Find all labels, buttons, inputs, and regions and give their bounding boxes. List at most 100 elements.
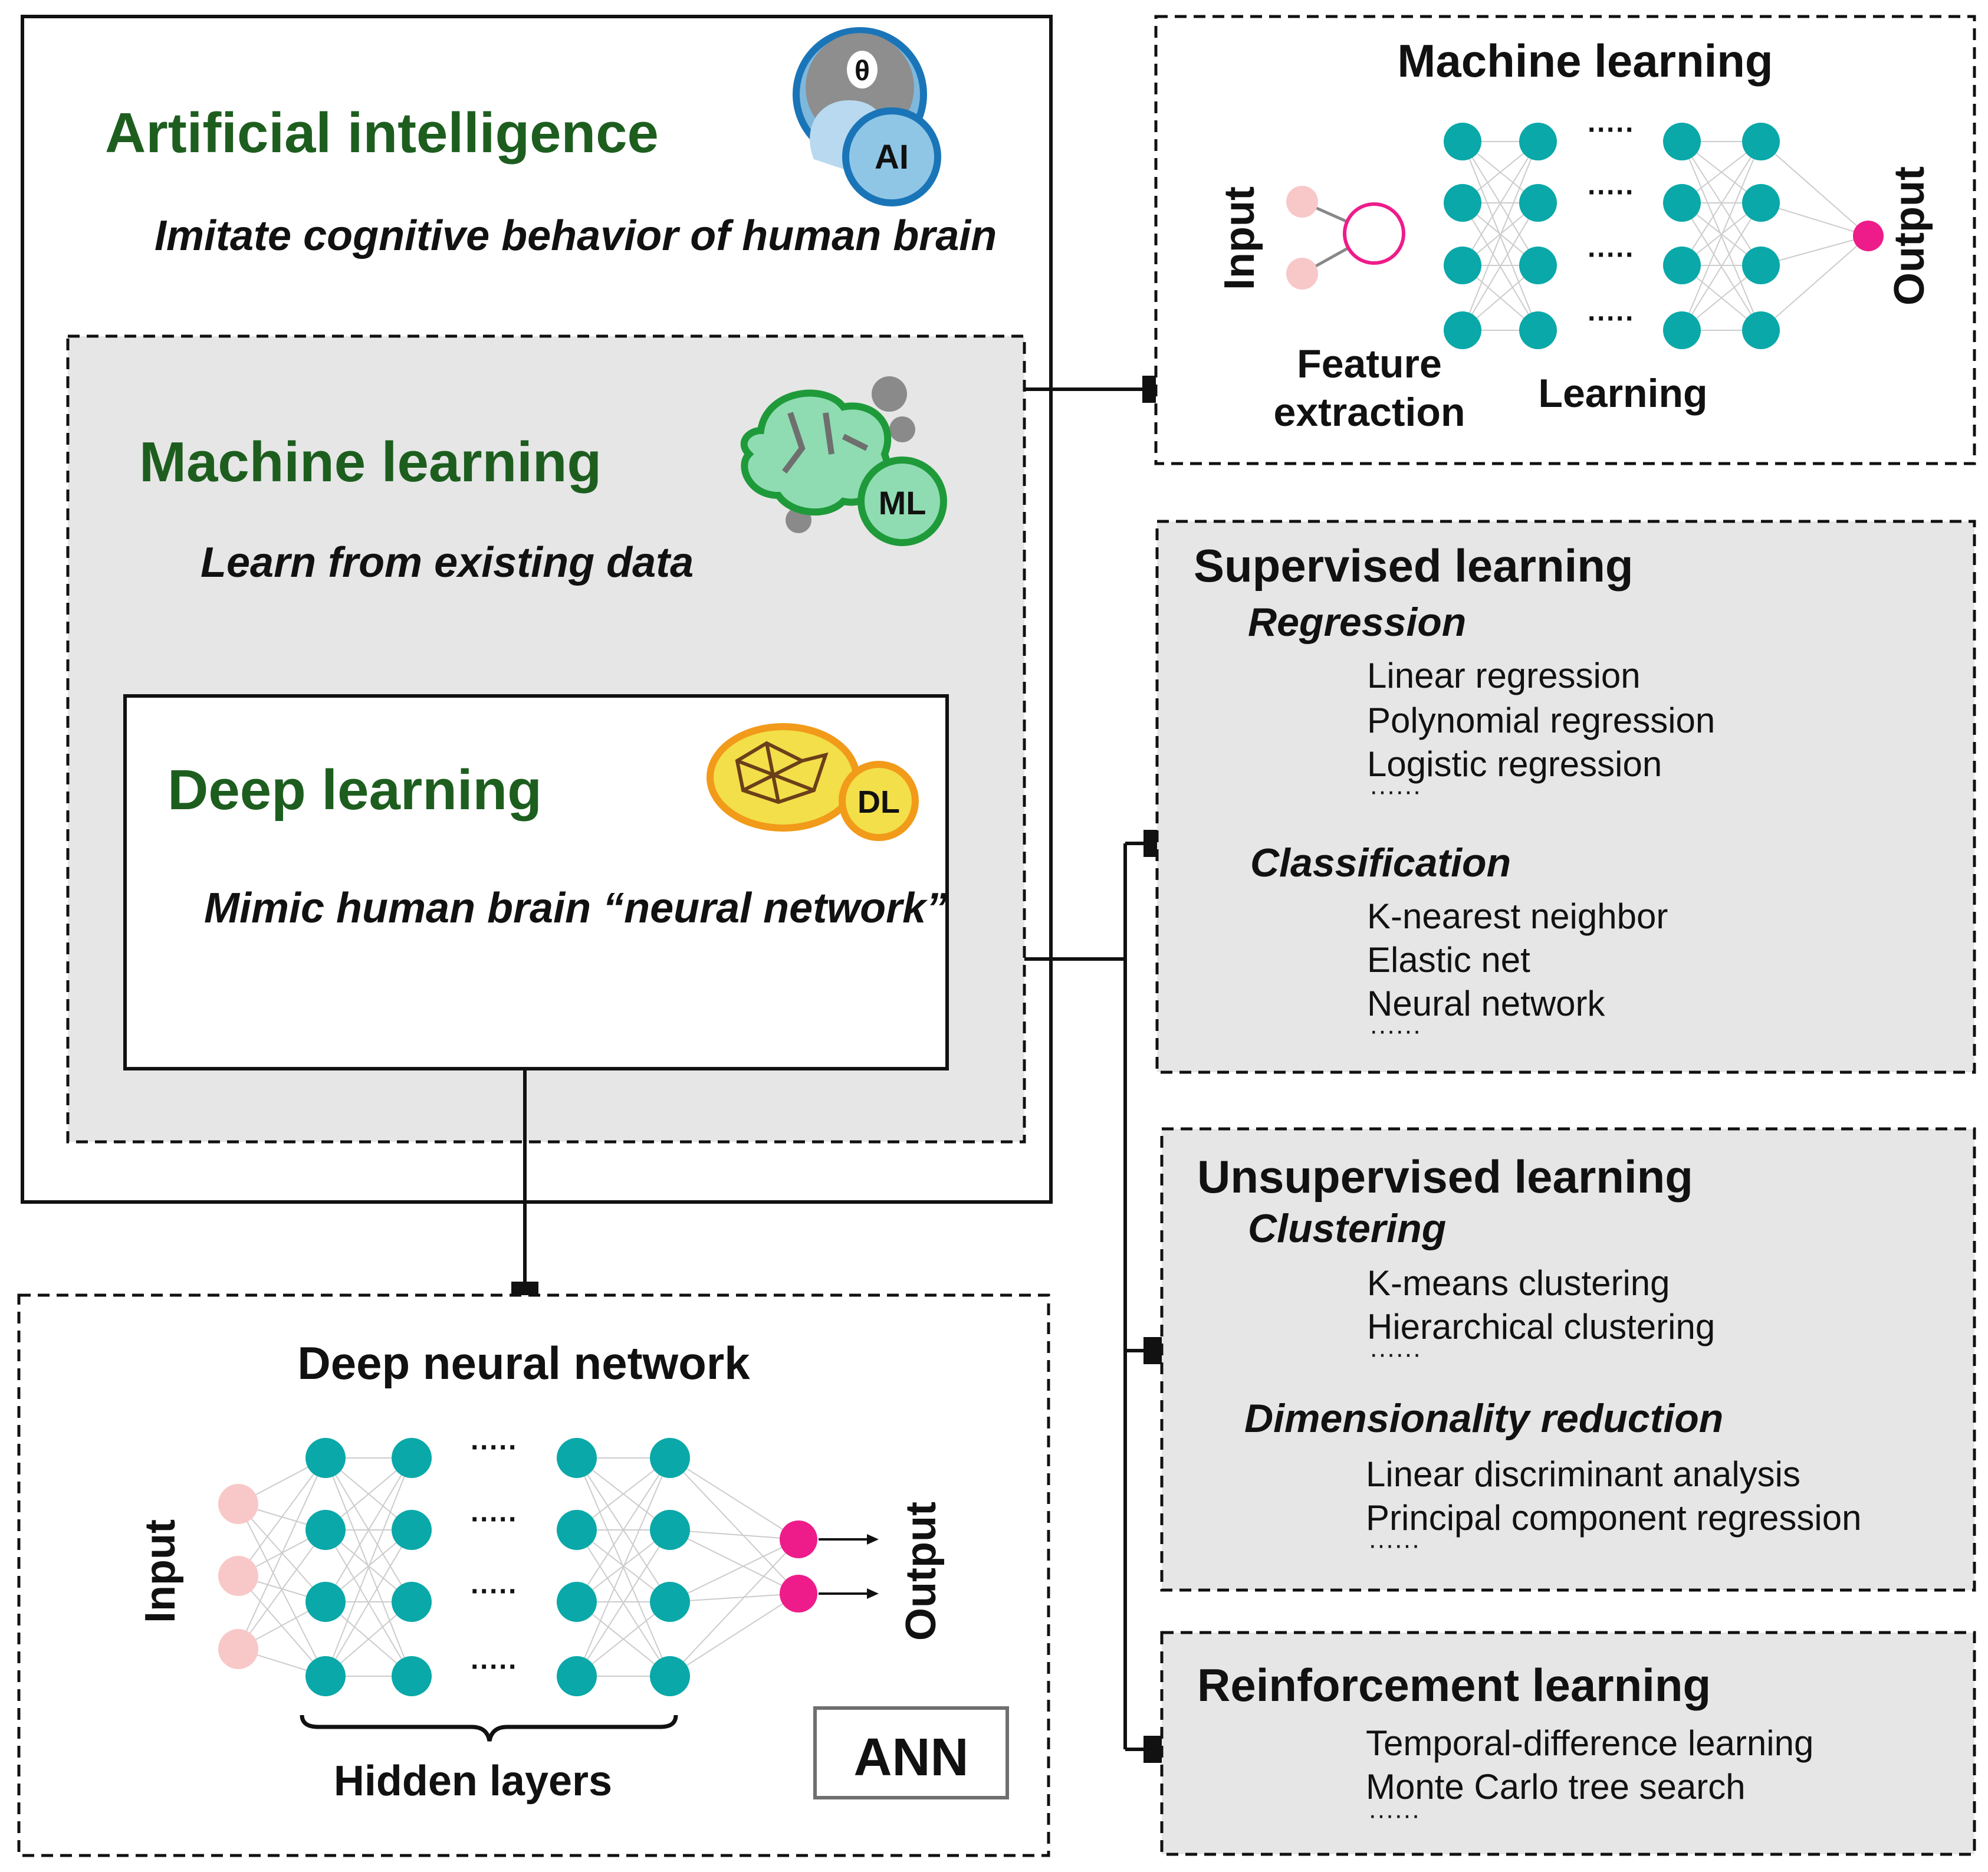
network-edge bbox=[325, 1457, 412, 1677]
network-edge bbox=[1462, 141, 1539, 266]
ai-title: Artificial intelligence bbox=[105, 101, 659, 165]
dnn-network-nodes: ····· ····· ····· ····· bbox=[218, 1432, 879, 1696]
regression-heading: Regression bbox=[1248, 600, 1466, 645]
dimensionality-heading: Dimensionality reduction bbox=[1244, 1396, 1723, 1441]
list-item: K-means clustering bbox=[1367, 1263, 1670, 1303]
list-item: Linear discriminant analysis bbox=[1366, 1454, 1800, 1494]
hidden-node bbox=[650, 1510, 690, 1550]
network-edge bbox=[1681, 202, 1762, 331]
dl-title: Deep learning bbox=[167, 758, 542, 822]
network-edge bbox=[1462, 202, 1539, 331]
dl-box bbox=[123, 694, 949, 1070]
hidden-node bbox=[305, 1510, 346, 1550]
network-edge bbox=[669, 1457, 799, 1594]
hidden-node bbox=[1519, 311, 1557, 349]
network-edge bbox=[238, 1457, 326, 1650]
layer-ellipsis: ····· bbox=[471, 1504, 518, 1535]
hidden-node bbox=[392, 1656, 432, 1696]
ml-title: Machine learning bbox=[139, 431, 602, 494]
list-more: ······ bbox=[1369, 777, 1421, 806]
reinforcement-panel bbox=[1160, 1631, 1976, 1856]
layer-ellipsis: ····· bbox=[471, 1576, 518, 1607]
layer-ellipsis: ····· bbox=[471, 1651, 518, 1683]
classification-heading: Classification bbox=[1250, 840, 1511, 885]
ml-panel-input-label: Input bbox=[1216, 186, 1263, 290]
ml-panel bbox=[1154, 15, 1976, 465]
hidden-node bbox=[392, 1438, 432, 1478]
list-item: Monte Carlo tree search bbox=[1366, 1767, 1746, 1807]
network-edge bbox=[669, 1529, 799, 1594]
hidden-node bbox=[557, 1582, 597, 1622]
hidden-node bbox=[1663, 123, 1701, 160]
input-node bbox=[218, 1629, 258, 1669]
ann-label: ANN bbox=[854, 1728, 969, 1787]
ml-panel-output-label: Output bbox=[1886, 166, 1933, 306]
hidden-node bbox=[1663, 311, 1701, 349]
network-edge bbox=[1760, 141, 1869, 237]
hidden-node bbox=[1444, 123, 1481, 160]
hidden-node bbox=[650, 1656, 690, 1696]
output-node bbox=[780, 1575, 817, 1612]
network-edge bbox=[669, 1593, 799, 1677]
learning-label: Learning bbox=[1538, 371, 1707, 416]
hidden-node bbox=[305, 1438, 346, 1478]
hidden-node bbox=[305, 1656, 346, 1696]
network-edge bbox=[238, 1457, 326, 1577]
hidden-node bbox=[557, 1656, 597, 1696]
hidden-node bbox=[1742, 311, 1780, 349]
hidden-node bbox=[1742, 184, 1780, 222]
hidden-node bbox=[1742, 123, 1780, 160]
list-item: K-nearest neighbor bbox=[1367, 896, 1668, 936]
network-edge bbox=[669, 1593, 799, 1602]
ai-badge: AI bbox=[875, 138, 909, 176]
list-item: Neural network bbox=[1367, 984, 1606, 1023]
hidden-node bbox=[1519, 184, 1557, 222]
ml-subtitle: Learn from existing data bbox=[201, 539, 694, 586]
reinforcement-title: Reinforcement learning bbox=[1197, 1659, 1711, 1711]
hidden-node bbox=[1519, 123, 1557, 160]
dnn-panel-title: Deep neural network bbox=[297, 1337, 750, 1389]
layer-ellipsis: ····· bbox=[1588, 303, 1635, 334]
hidden-node bbox=[1519, 247, 1557, 284]
ml-badge: ML bbox=[879, 484, 926, 521]
network-edge bbox=[576, 1457, 671, 1602]
network-edge bbox=[576, 1457, 671, 1677]
list-more: ······ bbox=[1369, 1339, 1421, 1368]
ml-panel-title: Machine learning bbox=[1397, 35, 1773, 87]
connectors bbox=[523, 387, 1157, 1751]
hidden-node bbox=[1444, 184, 1481, 222]
input-node bbox=[218, 1484, 258, 1524]
network-edge bbox=[1681, 141, 1762, 266]
feature-extraction-node bbox=[1343, 202, 1405, 265]
hidden-node bbox=[557, 1438, 597, 1478]
hidden-node bbox=[305, 1582, 346, 1622]
hidden-layers-brace bbox=[300, 1715, 678, 1742]
network-edge bbox=[238, 1529, 326, 1650]
dl-badge: DL bbox=[857, 784, 900, 820]
list-more: ······ bbox=[1368, 1531, 1420, 1559]
ml-brain-gears-icon: ML bbox=[740, 376, 947, 546]
network-edge bbox=[1760, 235, 1869, 331]
list-item: Linear regression bbox=[1367, 656, 1641, 695]
hidden-node bbox=[392, 1582, 432, 1622]
network-edge bbox=[576, 1529, 671, 1677]
supervised-panel bbox=[1155, 520, 1976, 1074]
network-edge bbox=[669, 1539, 799, 1677]
network-edge bbox=[669, 1529, 799, 1540]
input-node bbox=[1286, 258, 1318, 290]
layer-ellipsis: ····· bbox=[1588, 239, 1635, 271]
ai-head-icon: θ AI bbox=[793, 27, 941, 206]
layer-ellipsis: ····· bbox=[471, 1432, 518, 1463]
output-node bbox=[1853, 221, 1884, 251]
hidden-node bbox=[1663, 247, 1701, 284]
hidden-node bbox=[1444, 311, 1481, 349]
output-node bbox=[780, 1520, 817, 1558]
network-edge bbox=[1681, 141, 1762, 331]
unsupervised-panel bbox=[1160, 1127, 1976, 1592]
supervised-title: Supervised learning bbox=[1194, 540, 1634, 592]
hidden-node bbox=[1444, 247, 1481, 284]
hidden-node bbox=[650, 1438, 690, 1478]
ann-box bbox=[813, 1706, 1009, 1799]
list-item: Polynomial regression bbox=[1367, 701, 1715, 740]
